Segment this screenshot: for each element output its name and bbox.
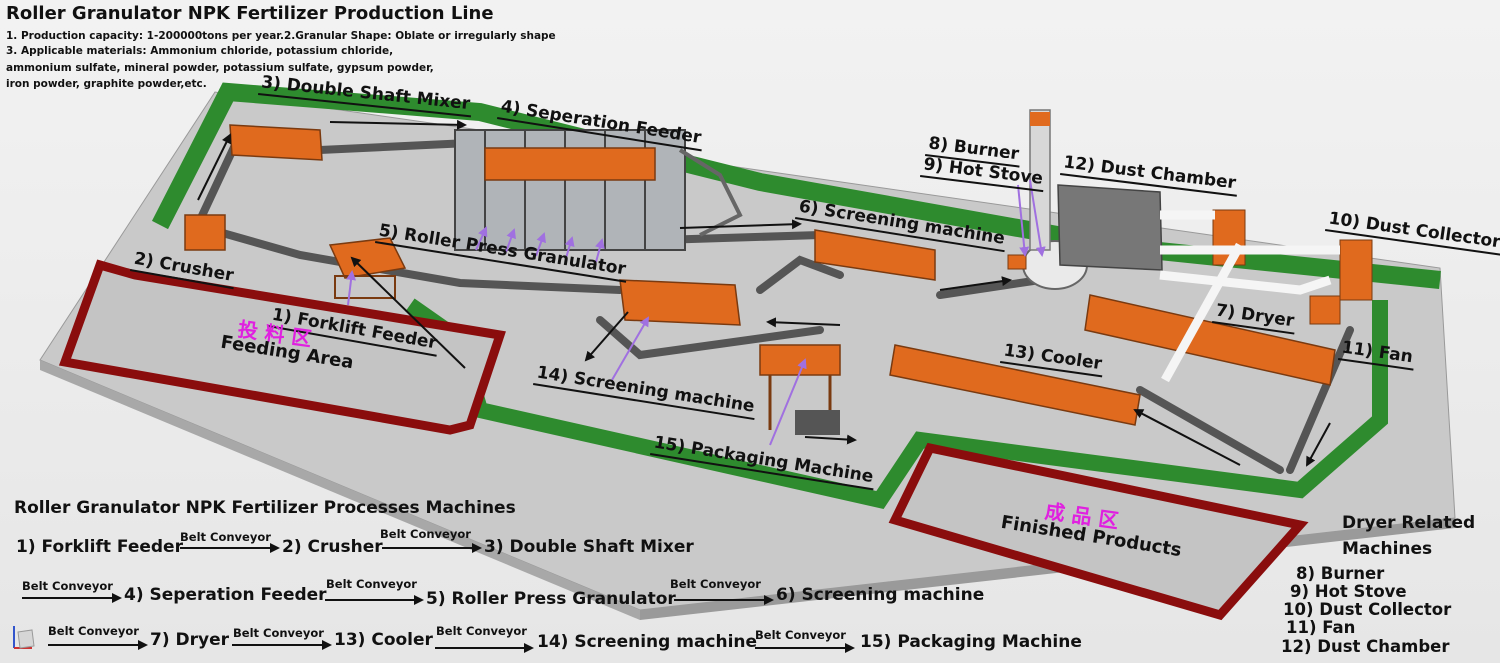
- flow-step-forklift-feeder: 1) Forklift Feeder: [16, 537, 183, 557]
- flow-step-screening-machine-6: 6) Screening machine: [776, 585, 985, 605]
- flow-conveyor-label: Belt Conveyor: [180, 530, 271, 544]
- roller-press-granulator: [619, 279, 741, 326]
- flow-conveyor-label: Belt Conveyor: [48, 624, 139, 638]
- spec-line-1: 1. Production capacity: 1-200000tons per…: [6, 30, 556, 42]
- separation-feeder-stairs: [678, 148, 743, 237]
- dryer-related-fan: 11) Fan: [1286, 618, 1356, 637]
- flow-step-double-shaft-mixer: 3) Double Shaft Mixer: [484, 537, 694, 557]
- flow-conveyor-label: Belt Conveyor: [380, 527, 471, 541]
- highlight-arrows: [346, 179, 1046, 446]
- flow-step-crusher: 2) Crusher: [282, 537, 383, 557]
- flow-conveyor-label: Belt Conveyor: [233, 626, 324, 640]
- finished-products-zone: [888, 442, 1309, 621]
- fan-unit: [1309, 295, 1341, 325]
- spec-line-4: iron powder, graphite powder,etc.: [6, 78, 207, 90]
- forklift-feeder: [328, 237, 407, 299]
- floor-slab-edge: [40, 360, 640, 620]
- packaging-machine: [795, 410, 840, 435]
- separation-feeder-hopper: [484, 147, 656, 181]
- axis-triad-icon: [13, 626, 35, 649]
- spec-line-2: 3. Applicable materials: Ammonium chlori…: [6, 45, 394, 57]
- dryer-related-hot-stove: 9) Hot Stove: [1290, 582, 1407, 601]
- flow-conveyor-label: Belt Conveyor: [326, 577, 417, 591]
- flow-step-seperation-feeder: 4) Seperation Feeder: [124, 585, 327, 605]
- flow-step-screening-machine-14: 14) Screening machine: [537, 632, 758, 652]
- cooler-drum: [889, 344, 1141, 426]
- flow-step-packaging-machine: 15) Packaging Machine: [860, 632, 1082, 652]
- spec-line-3: ammonium sulfate, mineral powder, potass…: [6, 62, 434, 74]
- dryer-related-dust-chamber: 12) Dust Chamber: [1281, 637, 1450, 656]
- flow-step-roller-press-granulator: 5) Roller Press Granulator: [426, 589, 676, 609]
- white-ducts: [1159, 210, 1340, 383]
- dryer-drum: [1084, 294, 1336, 386]
- flow-conveyor-arrows: [22, 543, 855, 653]
- flow-title: Roller Granulator NPK Fertilizer Process…: [14, 498, 516, 518]
- dust-collector-units: [1212, 209, 1373, 301]
- flow-conveyor-label: Belt Conveyor: [670, 577, 761, 591]
- feeding-area-zone: [58, 259, 506, 435]
- screening-machine-6: [814, 229, 936, 281]
- flow-step-dryer: 7) Dryer: [150, 630, 230, 650]
- dust-chamber-box: [1057, 184, 1163, 271]
- flow-conveyor-label: Belt Conveyor: [436, 624, 527, 638]
- page-title: Roller Granulator NPK Fertilizer Product…: [6, 3, 494, 24]
- flow-conveyor-label: Belt Conveyor: [22, 579, 113, 593]
- dryer-related-burner: 8) Burner: [1296, 564, 1385, 583]
- dryer-related-dust-collector: 10) Dust Collector: [1283, 600, 1452, 619]
- crusher: [184, 214, 226, 251]
- diagram-flow-arrows: [197, 119, 1331, 467]
- flow-step-cooler: 13) Cooler: [334, 630, 433, 650]
- flow-conveyor-label: Belt Conveyor: [755, 628, 846, 642]
- double-shaft-mixer: [229, 124, 323, 161]
- dryer-related-heading: Dryer Related Machines: [1342, 513, 1476, 559]
